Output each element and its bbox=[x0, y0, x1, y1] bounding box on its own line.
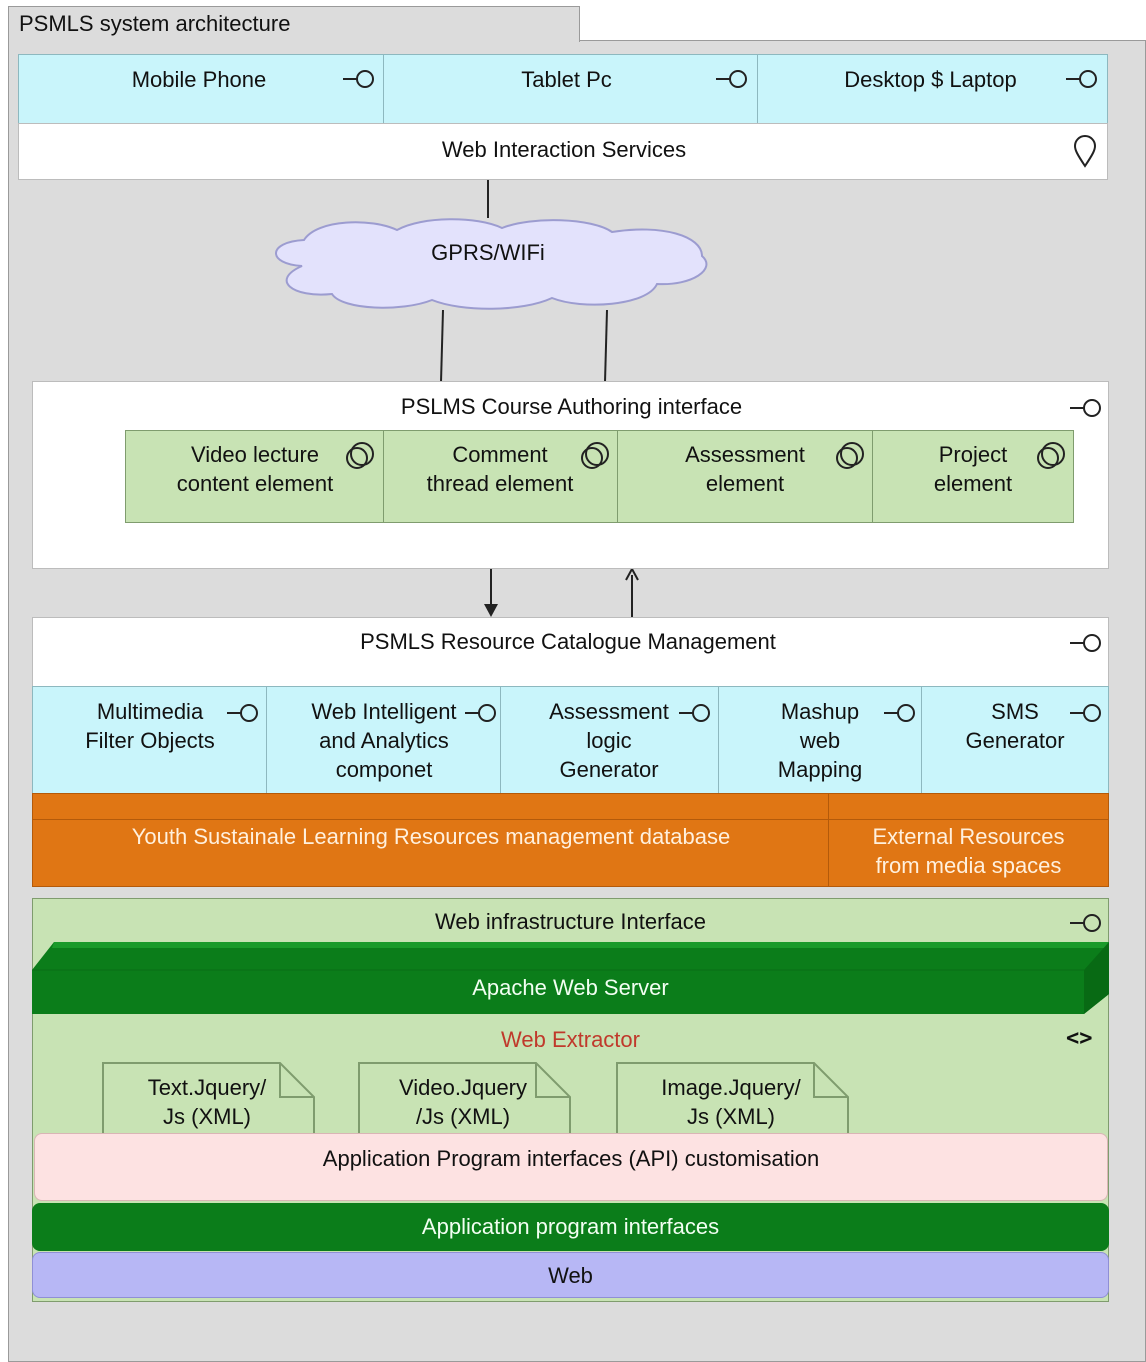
element-label-line1: Project bbox=[938, 442, 1008, 467]
infrastructure-title: Web infrastructure Interface bbox=[434, 909, 707, 934]
web-label: Web bbox=[548, 1263, 593, 1288]
element-label-line1: Comment bbox=[452, 442, 548, 467]
interface-icon bbox=[227, 704, 258, 722]
element-label-line2: element bbox=[933, 471, 1013, 496]
catalogue-title: PSMLS Resource Catalogue Management bbox=[360, 629, 776, 654]
artifact-video-jquery bbox=[358, 1062, 571, 1136]
device-label: Mobile Phone bbox=[131, 67, 267, 92]
bidirectional-arrow-icon: <> bbox=[1066, 1026, 1093, 1051]
service-label-line3: Mapping bbox=[777, 757, 863, 782]
service-mashup-web-mapping: Mashup web Mapping bbox=[718, 686, 922, 794]
element-comment-thread: Comment thread element bbox=[383, 430, 618, 523]
api-customisation: Application Program interfaces (API) cus… bbox=[34, 1133, 1108, 1201]
element-label-line1: Assessment bbox=[685, 442, 805, 467]
apache-server-node bbox=[32, 942, 1109, 1014]
interface-icon bbox=[1070, 634, 1101, 652]
element-label-line2: element bbox=[705, 471, 785, 496]
interface-icon bbox=[679, 704, 710, 722]
database-label: Youth Sustainale Learning Resources mana… bbox=[131, 824, 731, 849]
api-label: Application program interfaces bbox=[421, 1214, 720, 1239]
service-label-line3: Generator bbox=[559, 757, 659, 782]
service-assessment-logic: Assessment logic Generator bbox=[500, 686, 719, 794]
service-label-line1: SMS bbox=[991, 699, 1039, 724]
device-mobile-phone: Mobile Phone bbox=[18, 54, 384, 124]
service-label-line1: Mashup bbox=[780, 699, 860, 724]
service-multimedia-filter: Multimedia Filter Objects bbox=[32, 686, 267, 794]
external-label-line2: from media spaces bbox=[875, 853, 1062, 878]
artifact-image-jquery bbox=[616, 1062, 849, 1136]
device-desktop-laptop: Desktop $ Laptop bbox=[757, 54, 1108, 124]
interface-icon bbox=[884, 704, 915, 722]
database-top-band bbox=[33, 794, 829, 820]
element-label-line2: thread element bbox=[426, 471, 574, 496]
artifact-label-line2: Js (XML) bbox=[687, 1104, 775, 1129]
authoring-title: PSLMS Course Authoring interface bbox=[400, 394, 743, 419]
element-video-lecture: Video lecture content element bbox=[125, 430, 384, 523]
device-label: Tablet Pc bbox=[521, 67, 612, 92]
interface-icon bbox=[1070, 914, 1101, 932]
interface-icon bbox=[465, 704, 496, 722]
external-resources: External Resources from media spaces bbox=[828, 793, 1109, 887]
interface-icon bbox=[1070, 704, 1101, 722]
service-label-line1: Assessment bbox=[549, 699, 669, 724]
network-cloud bbox=[275, 218, 708, 310]
web-interaction-services: Web Interaction Services bbox=[18, 123, 1108, 180]
artifact-label-line1: Video.Jquery bbox=[398, 1075, 527, 1100]
interface-icon bbox=[1070, 399, 1101, 417]
interface-icon bbox=[343, 70, 374, 88]
artifact-label-line1: Image.Jquery/ bbox=[661, 1075, 801, 1100]
device-tablet-pc: Tablet Pc bbox=[383, 54, 758, 124]
collaboration-icon bbox=[581, 442, 609, 469]
api-customisation-label: Application Program interfaces (API) cus… bbox=[322, 1146, 820, 1171]
network-label: GPRS/WIFi bbox=[431, 240, 545, 265]
service-label-line1: Web Intelligent bbox=[311, 699, 457, 724]
apache-server-label: Apache Web Server bbox=[472, 975, 669, 1000]
interface-icon bbox=[716, 70, 747, 88]
service-label-line2: and Analytics bbox=[319, 728, 449, 753]
element-label-line2: content element bbox=[176, 471, 334, 496]
artifact-text-jquery bbox=[102, 1062, 315, 1136]
frame-title: PSMLS system architecture bbox=[8, 6, 580, 42]
artifact-label-line2: /Js (XML) bbox=[415, 1104, 511, 1129]
interface-icon bbox=[1066, 70, 1097, 88]
service-label-line2: Generator bbox=[965, 728, 1065, 753]
artifact-label-line2: Js (XML) bbox=[163, 1104, 251, 1129]
service-label-line2: web bbox=[799, 728, 841, 753]
learning-resources-database: Youth Sustainale Learning Resources mana… bbox=[32, 793, 829, 887]
service-label-line1: Multimedia bbox=[96, 699, 204, 724]
service-label-line2: logic bbox=[586, 728, 632, 753]
artifact-label-line1: Text.Jquery/ bbox=[147, 1075, 267, 1100]
collaboration-icon bbox=[836, 442, 864, 469]
collaboration-icon bbox=[1037, 442, 1065, 469]
element-assessment: Assessment element bbox=[617, 430, 873, 523]
element-label-line1: Video lecture bbox=[190, 442, 319, 467]
web-interaction-label: Web Interaction Services bbox=[441, 137, 687, 162]
service-label-line2: Filter Objects bbox=[85, 728, 215, 753]
external-label-line1: External Resources bbox=[872, 824, 1065, 849]
service-web-intelligent: Web Intelligent and Analytics componet bbox=[266, 686, 501, 794]
collaboration-icon bbox=[346, 442, 374, 469]
device-label: Desktop $ Laptop bbox=[844, 67, 1017, 92]
service-sms-generator: SMS Generator bbox=[921, 686, 1109, 794]
service-label-line3: componet bbox=[335, 757, 433, 782]
location-pin-icon bbox=[1073, 135, 1097, 168]
resource-catalogue-management: PSMLS Resource Catalogue Management bbox=[32, 617, 1109, 687]
web-extractor-label: Web Extractor bbox=[501, 1027, 640, 1052]
element-project: Project element bbox=[872, 430, 1074, 523]
external-top-band bbox=[829, 794, 1108, 820]
web-layer: Web bbox=[32, 1252, 1109, 1298]
application-program-interfaces: Application program interfaces bbox=[32, 1203, 1109, 1251]
